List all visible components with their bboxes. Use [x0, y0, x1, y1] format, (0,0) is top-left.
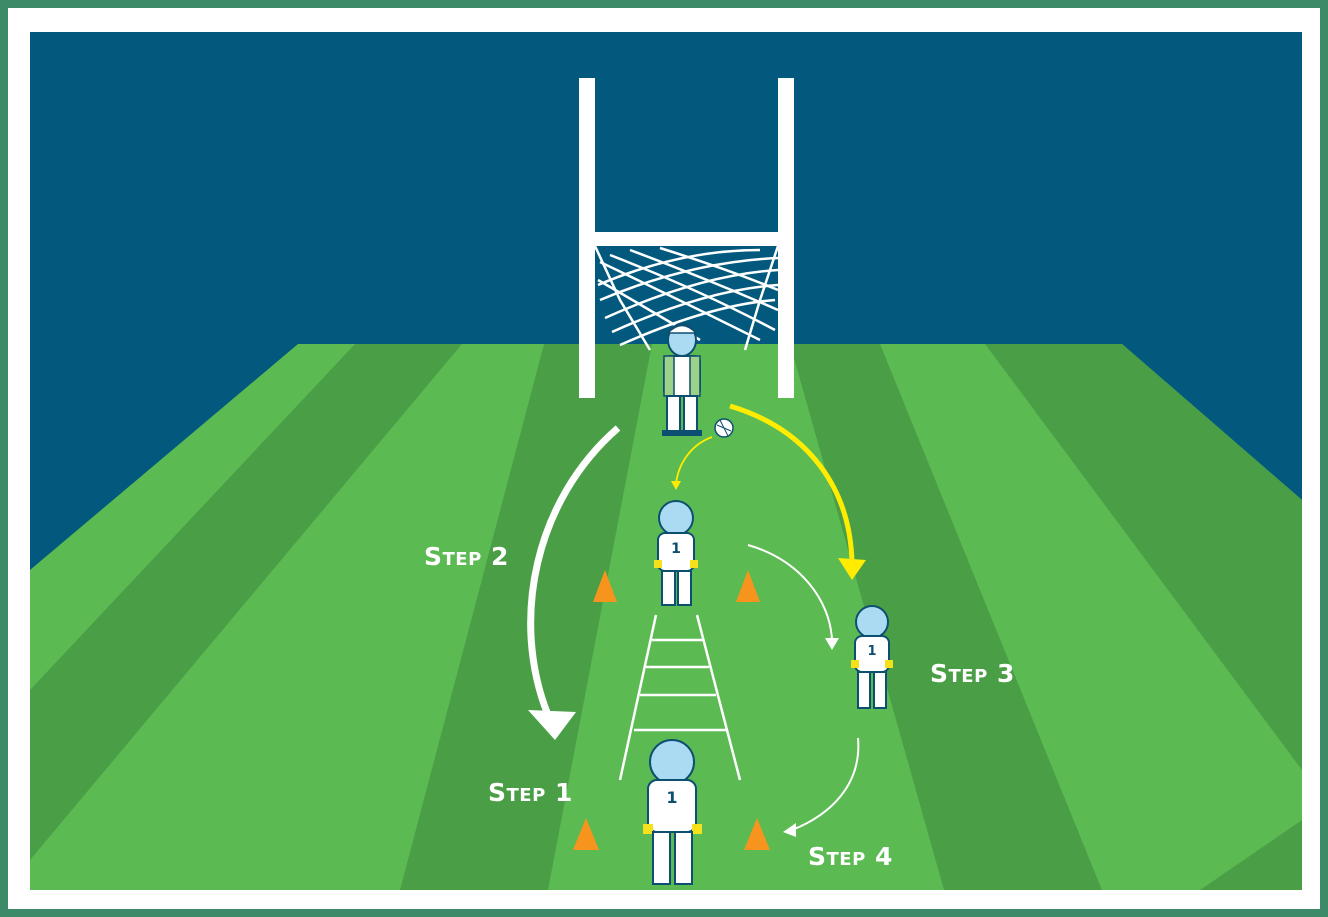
- step-1-label: Step 1: [488, 778, 573, 807]
- step-3-label: Step 3: [930, 659, 1015, 688]
- jersey-number: 1: [671, 541, 681, 557]
- ball: [715, 419, 733, 437]
- jersey-number: 1: [867, 644, 876, 659]
- jersey-number: 1: [666, 788, 677, 807]
- step-2-label: Step 2: [424, 542, 509, 571]
- step-4-label: Step 4: [808, 842, 893, 871]
